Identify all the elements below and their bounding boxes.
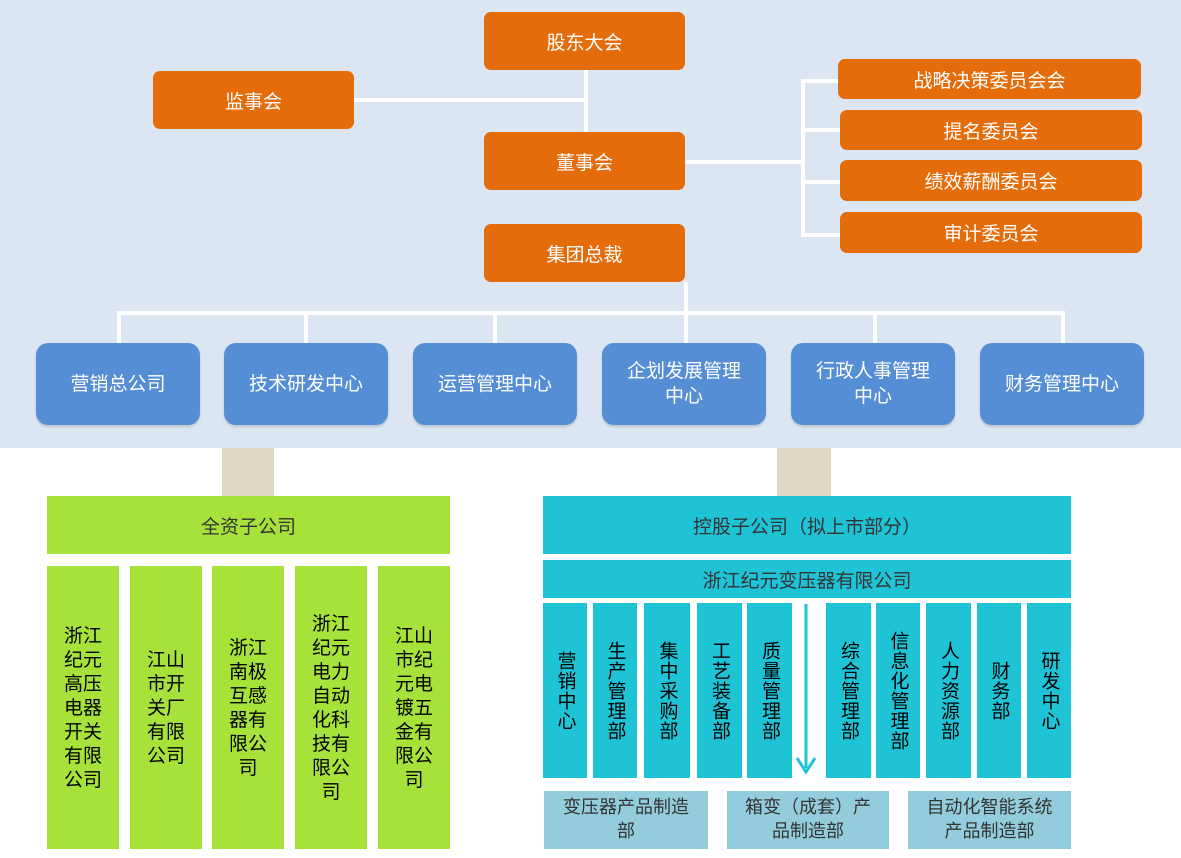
department-box: 工艺装备部 [697, 603, 742, 778]
shareholders-box: 股东大会 [484, 12, 685, 70]
wholly-owned-company: 浙江纪元高压电器开关有限公司 [47, 566, 119, 849]
committee-audit: 审计委员会 [840, 212, 1142, 253]
connector-line [873, 311, 877, 345]
connector-line [684, 311, 688, 345]
holding-header: 控股子公司（拟上市部分） [543, 496, 1071, 554]
board-box: 董事会 [484, 132, 685, 190]
division-automation: 自动化智能系统产品制造部 [908, 791, 1071, 849]
center-admin-hr: 行政人事管理中心 [791, 343, 955, 425]
president-box: 集团总裁 [484, 224, 685, 282]
division-label: 自动化智能系统产品制造部 [926, 797, 1053, 842]
center-operations: 运营管理中心 [413, 343, 577, 425]
wholly-owned-company: 浙江南极互感器有限公司 [212, 566, 284, 849]
department-box: 集中采购部 [644, 603, 690, 778]
company-label: 浙江纪元高压电器开关有限公司 [63, 624, 102, 791]
department-box: 财务部 [977, 603, 1021, 778]
division-label: 箱变（成套）产品制造部 [745, 797, 871, 842]
center-rnd: 技术研发中心 [224, 343, 388, 425]
connector-bar [222, 448, 274, 496]
wholly-owned-company: 江山市开关厂有限公司 [130, 566, 202, 849]
connector-line [685, 160, 803, 164]
department-label: 研发中心 [1038, 650, 1061, 731]
department-box: 生产管理部 [593, 603, 637, 778]
connector-line [584, 70, 588, 132]
connector-line [117, 311, 121, 345]
department-box: 人力资源部 [926, 603, 971, 778]
connector-line [801, 79, 805, 237]
wholly-owned-company: 浙江纪元电力自动化科技有限公司 [295, 566, 367, 849]
center-planning: 企划发展管理中心 [602, 343, 766, 425]
division-box-substation: 箱变（成套）产品制造部 [727, 791, 889, 849]
connector-line [117, 311, 1065, 315]
connector-line [354, 98, 586, 102]
connector-line [801, 180, 841, 184]
connector-line [493, 311, 497, 345]
connector-bar [777, 448, 831, 496]
department-box: 研发中心 [1027, 603, 1071, 778]
down-arrow-icon [795, 604, 817, 775]
connector-line [1061, 311, 1065, 345]
connector-line [684, 282, 688, 312]
department-box: 综合管理部 [826, 603, 871, 778]
department-label: 质量管理部 [759, 640, 781, 741]
department-label: 生产管理部 [604, 640, 627, 741]
connector-line [801, 79, 839, 83]
department-label: 财务部 [988, 660, 1011, 721]
company-label: 江山市纪元电镀五金有限公司 [394, 624, 433, 791]
department-label: 工艺装备部 [709, 640, 731, 741]
center-finance: 财务管理中心 [980, 343, 1144, 425]
company-label: 浙江纪元电力自动化科技有限公司 [311, 612, 350, 803]
committee-strategy: 战略决策委员会会 [838, 59, 1141, 99]
wholly-owned-company: 江山市纪元电镀五金有限公司 [378, 566, 450, 849]
department-label: 人力资源部 [938, 640, 960, 741]
department-label: 信息化管理部 [887, 630, 910, 751]
department-label: 综合管理部 [838, 640, 860, 741]
company-label: 浙江南极互感器有限公司 [228, 636, 267, 779]
company-label: 江山市开关厂有限公司 [146, 648, 185, 767]
center-marketing: 营销总公司 [36, 343, 200, 425]
department-label: 营销中心 [554, 650, 577, 731]
department-box: 营销中心 [543, 603, 587, 778]
wholly-owned-header: 全资子公司 [47, 496, 450, 554]
division-transformer: 变压器产品制造部 [544, 791, 708, 849]
connector-line [801, 233, 841, 237]
department-box: 信息化管理部 [876, 603, 920, 778]
supervisors-box: 监事会 [153, 71, 354, 129]
connector-line [304, 311, 308, 345]
holding-company: 浙江纪元变压器有限公司 [543, 560, 1071, 598]
department-label: 集中采购部 [656, 640, 679, 741]
committee-nomination: 提名委员会 [840, 110, 1142, 150]
connector-line [801, 128, 841, 132]
department-box: 质量管理部 [747, 603, 792, 778]
committee-compensation: 绩效薪酬委员会 [840, 160, 1142, 201]
division-label: 变压器产品制造部 [563, 797, 689, 842]
